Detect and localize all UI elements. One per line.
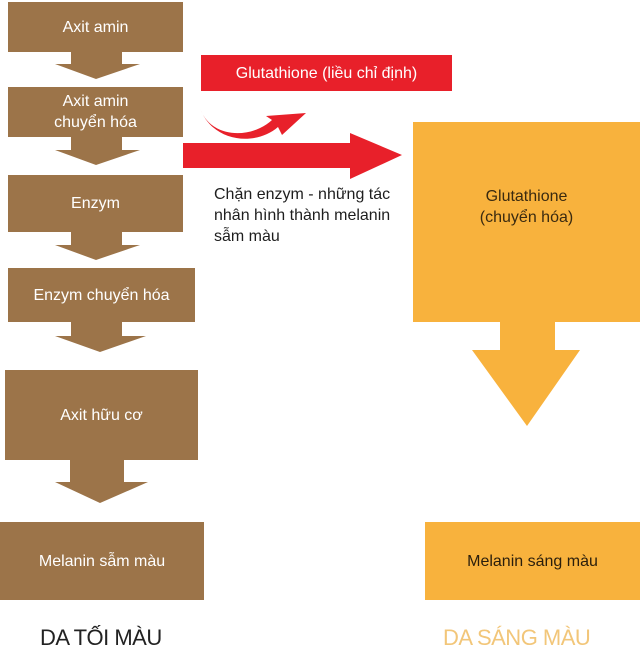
glutathione-dose-label: Glutathione (liều chỉ định) — [201, 55, 452, 91]
step-axit-amin-chuyen-hoa: Axit amin chuyển hóa — [8, 87, 183, 137]
intervention-label: Glutathione (liều chỉ định) — [235, 64, 418, 82]
block-enzyme-note: Chặn enzym - những tác nhân hình thành m… — [214, 186, 391, 245]
step-melanin-sang-mau: Melanin sáng màu — [425, 522, 640, 600]
step-axit-amin: Axit amin — [8, 2, 183, 52]
down-arrow-4 — [55, 322, 146, 352]
step-axit-huu-co: Axit hữu cơ — [5, 370, 198, 460]
step-glutathione-chuyen-hoa: Glutathione (chuyển hóa) — [413, 122, 640, 322]
step-label: Axit amin chuyển hóa — [54, 93, 137, 131]
step-label: Axit amin — [62, 18, 129, 36]
orange-down-arrow — [472, 322, 580, 426]
block-red-arrow — [183, 133, 402, 179]
step-enzym-chuyen-hoa: Enzym chuyển hóa — [8, 268, 195, 322]
step-label: Axit hữu cơ — [60, 406, 143, 424]
step-label: Enzym chuyển hóa — [33, 286, 170, 304]
down-arrow-5 — [55, 460, 148, 503]
step-label: Glutathione (chuyển hóa) — [479, 188, 574, 226]
dark-skin-label: DA TỐI MÀU — [40, 625, 162, 650]
step-label: Enzym — [71, 195, 120, 212]
step-label: Melanin sẫm màu — [38, 552, 166, 570]
step-melanin-sam-mau: Melanin sẫm màu — [0, 522, 204, 600]
down-arrow-2 — [55, 137, 140, 165]
down-arrow-3 — [55, 232, 140, 260]
light-skin-label: DA SÁNG MÀU — [443, 625, 591, 650]
curved-red-arrow — [200, 108, 306, 139]
down-arrow-1 — [55, 52, 140, 79]
step-label: Melanin sáng màu — [467, 552, 598, 570]
step-enzym: Enzym — [8, 175, 183, 232]
